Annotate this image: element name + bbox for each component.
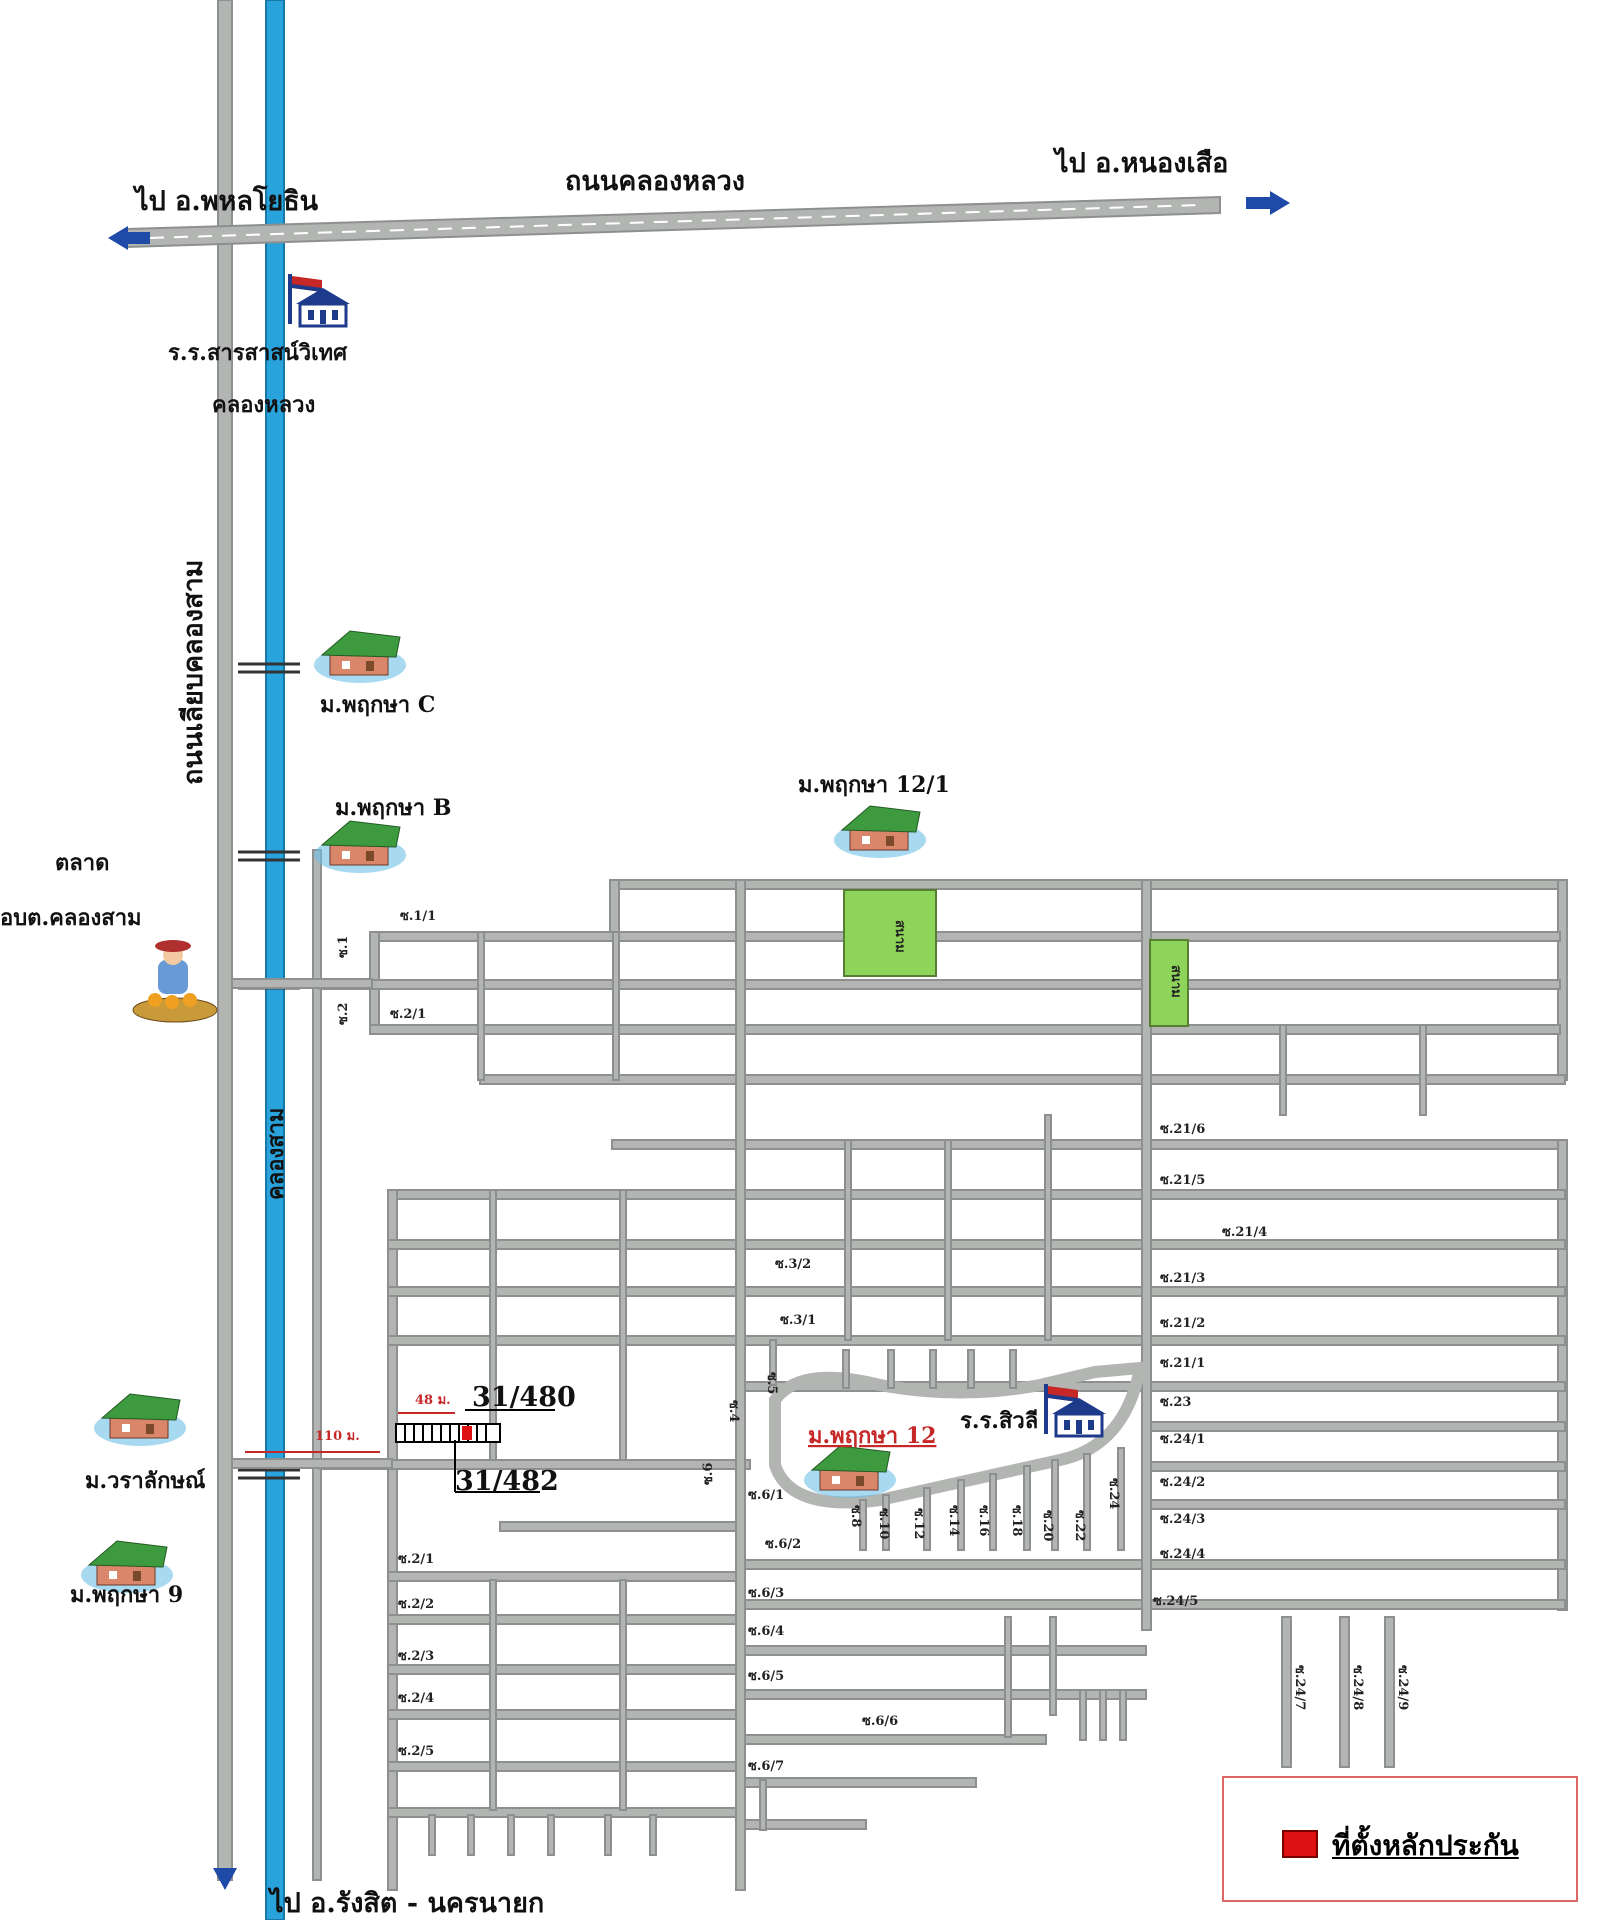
house-icon	[93, 1393, 187, 1447]
soi-label: ซ.16	[976, 1505, 991, 1536]
soi-label: ซ.21/2	[1160, 1316, 1205, 1331]
soi-label: ซ.5	[764, 1372, 779, 1394]
soi-label: ซ.2/4	[398, 1691, 434, 1706]
soi-label: ซ.24/8	[1350, 1665, 1365, 1710]
house-icon	[833, 805, 927, 859]
house-icon	[313, 630, 407, 684]
label-market-1: ตลาด	[55, 850, 109, 876]
label-village-c: ม.พฤกษา C	[320, 692, 435, 718]
label-lot-482: 31/482	[455, 1466, 559, 1497]
soi-label: ซ.6/1	[748, 1488, 784, 1503]
soi-label: ซ.21/3	[1160, 1271, 1205, 1286]
label-khlong-luang-road: ถนนคลองหลวง	[565, 166, 745, 197]
soi-label: ซ.3/1	[780, 1313, 816, 1328]
soi-labels: ซ.1/1 ซ.1 ซ.2 ซ.2/1 ซ.21/6 ซ.21/5 ซ.21/4…	[336, 909, 1410, 1774]
soi-label: ซ.12	[911, 1508, 926, 1539]
soi-label: ซ.22	[1072, 1510, 1087, 1541]
soi-label: ซ.2/2	[398, 1597, 434, 1612]
soi-label: ซ.24/7	[1292, 1665, 1307, 1710]
label-village-waralak: ม.วราลักษณ์	[85, 1468, 205, 1494]
estate-roads	[231, 879, 1568, 1891]
label-to-rangsit: ไป อ.รังสิต - นครนายก	[267, 1887, 544, 1919]
soi-label: ซ.6/2	[765, 1537, 801, 1552]
label-lot-480: 31/480	[472, 1382, 576, 1413]
market-vendor-icon	[132, 940, 218, 1023]
main-road-vertical	[217, 0, 233, 1881]
label-village-12: ม.พฤกษา 12	[808, 1423, 936, 1449]
soi-label: ซ.14	[946, 1505, 961, 1536]
soi-label: ซ.24/2	[1160, 1475, 1205, 1490]
label-park-2: สนาม	[1168, 965, 1183, 998]
label-park-1: สนาม	[892, 920, 907, 953]
soi-label: ซ.18	[1009, 1505, 1024, 1536]
soi-label: ซ.21/4	[1222, 1225, 1267, 1240]
soi-label: ซ.2/1	[398, 1552, 434, 1567]
arrow-south-icon	[213, 1868, 237, 1890]
house-icon	[803, 1445, 897, 1499]
park-1	[843, 889, 937, 977]
school-icon	[286, 272, 352, 328]
soi-label: ซ.21/1	[1160, 1356, 1205, 1371]
soi-label: ซ.24/3	[1160, 1512, 1205, 1527]
label-village-12-1: ม.พฤกษา 12/1	[798, 772, 950, 798]
label-to-phahonyothin: ไป อ.พหลโยธิน	[132, 184, 319, 217]
legend-box: ที่ตั้งหลักประกัน	[1222, 1776, 1578, 1902]
frontage-road	[312, 849, 322, 1881]
soi-label: ซ.6	[701, 1463, 716, 1485]
label-dist-48: 48 ม.	[415, 1393, 451, 1408]
park-2	[1149, 939, 1189, 1027]
soi-label: ซ.6/6	[862, 1714, 898, 1729]
soi-label: ซ.6/7	[748, 1759, 784, 1774]
arrow-west-icon	[108, 226, 150, 250]
label-village-9: ม.พฤกษา 9	[70, 1582, 183, 1608]
label-to-nong-suea: ไป อ.หนองเสือ	[1052, 147, 1228, 179]
label-market-2: อบต.คลองสาม	[0, 905, 142, 931]
ring-sois	[769, 1339, 1125, 1551]
label-school-2: ร.ร.สิวลี	[960, 1408, 1038, 1434]
label-school-sarasas-2: คลองหลวง	[212, 392, 315, 418]
soi-label: ซ.8	[848, 1505, 863, 1527]
label-bypass-road: ถนนเลียบคลองสาม	[178, 560, 209, 785]
label-school-sarasas: ร.ร.สารสาสน์วิเทศ	[168, 340, 348, 366]
label-dist-110: 110 ม.	[315, 1429, 360, 1444]
village-ring-road	[769, 1361, 1148, 1509]
soi-label: ซ.2/3	[398, 1649, 434, 1664]
soi-label: ซ.2	[336, 1003, 351, 1025]
soi-label: ซ.24/5	[1153, 1594, 1198, 1609]
soi-label: ซ.24/4	[1160, 1547, 1205, 1562]
soi-label: ซ.10	[876, 1508, 891, 1539]
arrow-east-icon	[1246, 191, 1290, 215]
soi-label: ซ.6/3	[748, 1586, 784, 1601]
label-village-b: ม.พฤกษา B	[335, 795, 451, 821]
collateral-swatch-icon	[1282, 1830, 1318, 1858]
soi-label: ซ.1/1	[400, 909, 436, 924]
soi-label: ซ.20	[1040, 1510, 1055, 1541]
soi-label: ซ.21/5	[1160, 1173, 1205, 1188]
soi-label: ซ.21/6	[1160, 1122, 1205, 1137]
house-icon	[313, 820, 407, 874]
soi-label: ซ.24/9	[1395, 1665, 1410, 1710]
legend-label: ที่ตั้งหลักประกัน	[1332, 1829, 1519, 1862]
soi-label: ซ.2/1	[390, 1007, 426, 1022]
soi-label: ซ.1	[336, 936, 351, 958]
canal-khlong-sam	[265, 0, 285, 1920]
soi-label: ซ.2/5	[398, 1744, 434, 1759]
soi-label: ซ.6/5	[748, 1669, 784, 1684]
soi-label: ซ.6/4	[748, 1624, 784, 1639]
collateral-lot	[245, 1409, 555, 1493]
soi-label: ซ.24	[1106, 1478, 1121, 1509]
soi-label: ซ.24/1	[1160, 1432, 1205, 1447]
soi-label: ซ.4	[726, 1400, 741, 1422]
label-khlong-sam: คลองสาม	[263, 1108, 289, 1200]
soi-label: ซ.3/2	[775, 1257, 811, 1272]
soi-label: ซ.23	[1160, 1395, 1191, 1410]
